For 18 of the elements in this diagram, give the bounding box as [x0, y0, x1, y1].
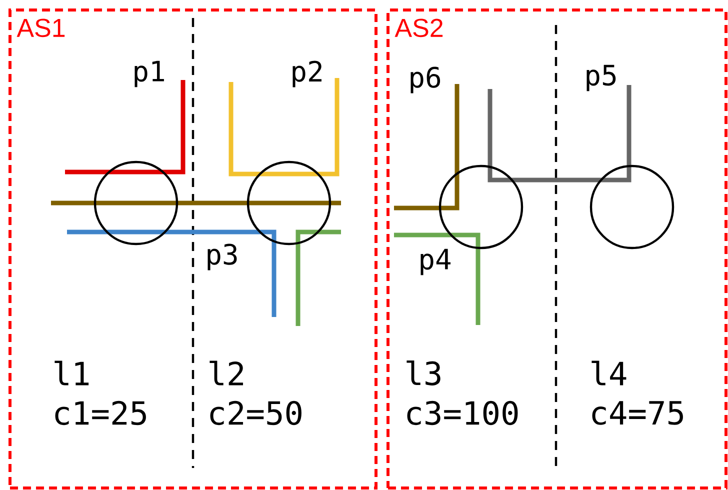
text-label: l1 — [54, 360, 89, 386]
text-label: c1=25 — [55, 400, 146, 426]
text-label: c3=100 — [407, 400, 518, 426]
text-label: l4 — [592, 360, 626, 386]
text-label: p3 — [208, 244, 237, 270]
text-label: p2 — [292, 60, 322, 88]
text-label: p5 — [586, 64, 616, 92]
circle — [246, 160, 332, 246]
text-label: c4=75 — [592, 401, 683, 425]
text-label: l2 — [210, 360, 244, 386]
text-label: l3 — [406, 360, 440, 386]
circle — [590, 164, 674, 250]
text-label: c2=50 — [210, 400, 302, 426]
text-label: p4 — [420, 248, 451, 276]
circle — [438, 164, 524, 250]
circle — [94, 160, 178, 246]
text-label: p1 — [134, 60, 164, 88]
text-label: p6 — [410, 66, 440, 94]
